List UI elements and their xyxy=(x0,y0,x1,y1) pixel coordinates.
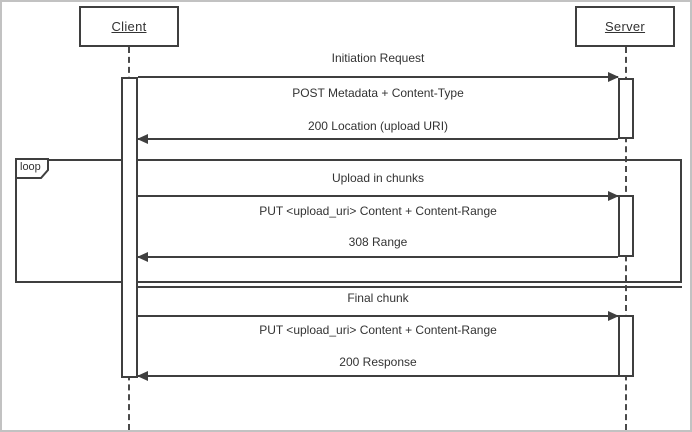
section-title-upload-chunks: Upload in chunks xyxy=(331,171,425,185)
message-line-200-response xyxy=(137,371,618,381)
message-line-308-range xyxy=(137,252,618,262)
arrowhead-left-icon xyxy=(137,371,148,381)
server-activation-bar-2 xyxy=(618,195,634,257)
message-line-200-location xyxy=(137,134,618,144)
loop-fragment-tab xyxy=(15,158,49,179)
message-label-200-response: 200 Response xyxy=(339,355,417,369)
client-activation-bar xyxy=(121,77,138,378)
arrowhead-right-icon xyxy=(608,72,619,82)
message-line-post-metadata xyxy=(138,72,619,82)
loop-label: loop xyxy=(20,161,41,173)
arrowhead-right-icon xyxy=(608,191,619,201)
actor-server-label: Server xyxy=(604,19,646,34)
message-line-put-final xyxy=(138,311,619,321)
message-label-200-location: 200 Location (upload URI) xyxy=(307,119,449,133)
arrowhead-left-icon xyxy=(137,252,148,262)
message-label-post-metadata: POST Metadata + Content-Type xyxy=(292,86,464,100)
server-activation-bar-1 xyxy=(618,78,634,139)
server-activation-bar-3 xyxy=(618,315,634,377)
message-label-put-final: PUT <upload_uri> Content + Content-Range xyxy=(259,323,497,337)
loop-fragment-border xyxy=(15,159,682,283)
arrowhead-right-icon xyxy=(608,311,619,321)
section-title-initiation: Initiation Request xyxy=(331,51,425,65)
section-title-final-chunk: Final chunk xyxy=(347,291,409,305)
actor-server-box: Server xyxy=(575,6,675,47)
message-label-308-range: 308 Range xyxy=(348,235,408,249)
section-separator-line xyxy=(138,286,682,288)
arrowhead-left-icon xyxy=(137,134,148,144)
message-label-put-chunk: PUT <upload_uri> Content + Content-Range xyxy=(259,204,497,218)
message-line-put-chunk xyxy=(138,191,619,201)
actor-client-box: Client xyxy=(79,6,179,47)
actor-client-label: Client xyxy=(111,19,147,34)
